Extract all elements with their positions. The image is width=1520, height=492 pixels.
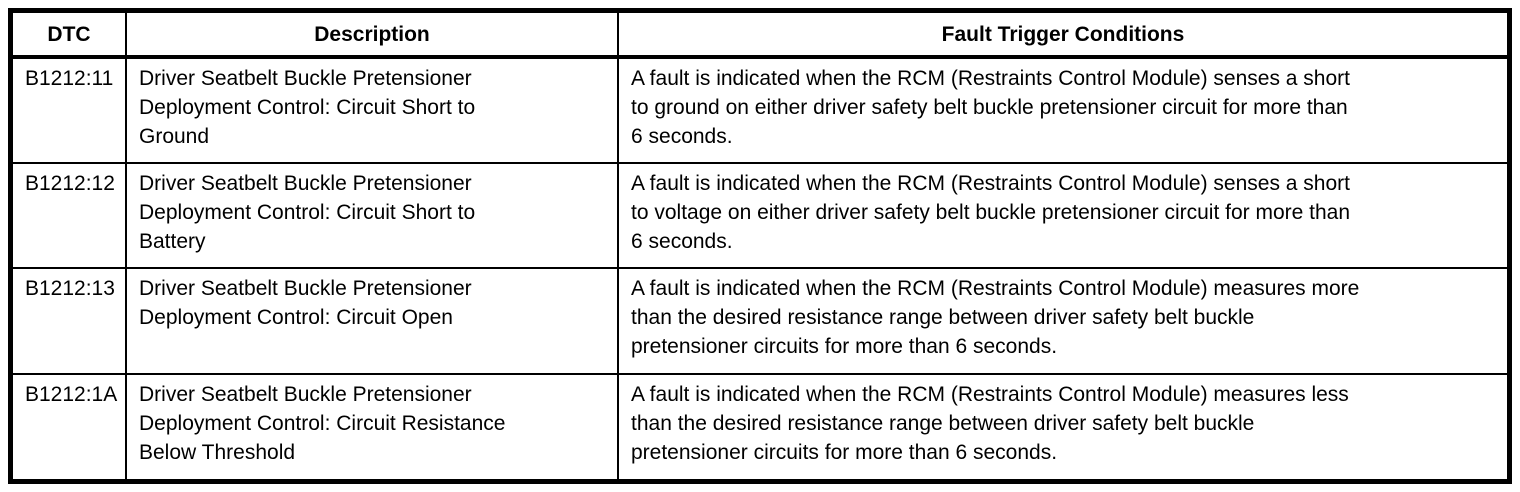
table-header-row: DTC Description Fault Trigger Conditions (13, 13, 1507, 59)
dtc-code-cell: B1212:12 (13, 161, 127, 269)
dtc-code-cell: B1212:1A (13, 372, 127, 479)
dtc-code-cell: B1212:11 (13, 56, 127, 164)
table-row: B1212:11 Driver Seatbelt Buckle Pretensi… (13, 56, 1507, 164)
column-header-description: Description (125, 13, 619, 59)
fault-trigger-cell: A fault is indicated when the RCM (Restr… (617, 56, 1507, 164)
description-cell: Driver Seatbelt Buckle Pretensioner Depl… (125, 161, 619, 269)
fault-trigger-cell: A fault is indicated when the RCM (Restr… (617, 161, 1507, 269)
column-header-dtc: DTC (13, 13, 127, 59)
table-row: B1212:1A Driver Seatbelt Buckle Pretensi… (13, 372, 1507, 479)
description-cell: Driver Seatbelt Buckle Pretensioner Depl… (125, 267, 619, 375)
fault-trigger-cell: A fault is indicated when the RCM (Restr… (617, 372, 1507, 479)
description-cell: Driver Seatbelt Buckle Pretensioner Depl… (125, 372, 619, 479)
table-row: B1212:12 Driver Seatbelt Buckle Pretensi… (13, 161, 1507, 269)
dtc-fault-table-frame: DTC Description Fault Trigger Conditions… (8, 8, 1512, 484)
fault-trigger-cell: A fault is indicated when the RCM (Restr… (617, 267, 1507, 375)
dtc-code-cell: B1212:13 (13, 267, 127, 375)
table-row: B1212:13 Driver Seatbelt Buckle Pretensi… (13, 267, 1507, 375)
dtc-fault-table: DTC Description Fault Trigger Conditions… (13, 13, 1507, 479)
description-cell: Driver Seatbelt Buckle Pretensioner Depl… (125, 56, 619, 164)
column-header-fault-trigger-conditions: Fault Trigger Conditions (617, 13, 1507, 59)
